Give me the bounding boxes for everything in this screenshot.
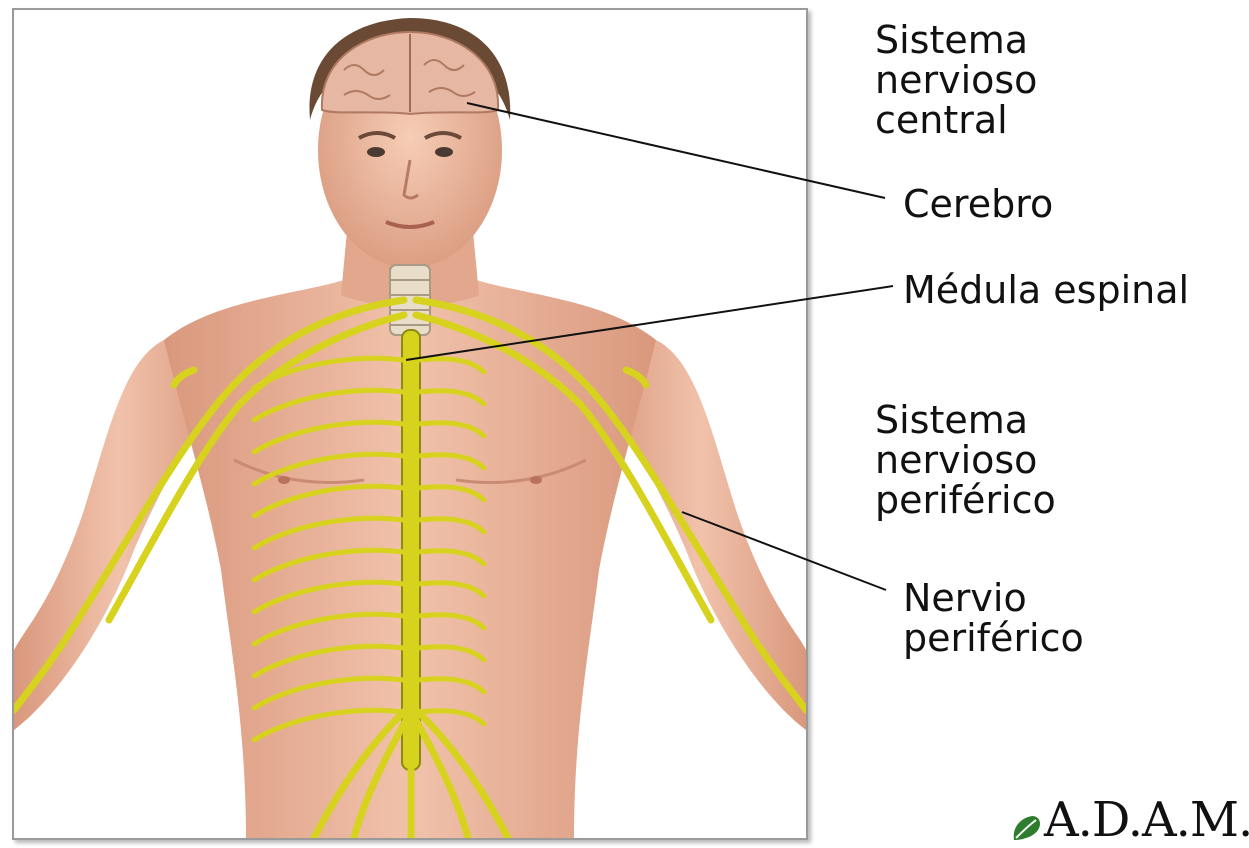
brain-label: Cerebro bbox=[903, 184, 1053, 224]
leaf-icon bbox=[1010, 814, 1044, 844]
body-figure bbox=[14, 10, 806, 838]
central-nervous-system-label: Sistema nervioso central bbox=[875, 20, 1037, 140]
spinal-cord-label: Médula espinal bbox=[903, 270, 1189, 310]
logo-text: A.D.A.M. bbox=[1044, 796, 1249, 844]
peripheral-nervous-system-label: Sistema nervioso periférico bbox=[875, 400, 1056, 520]
adam-logo: A.D.A.M. bbox=[1010, 796, 1249, 844]
peripheral-nerve-label: Nervio periférico bbox=[903, 578, 1084, 658]
anatomy-illustration bbox=[12, 8, 808, 840]
